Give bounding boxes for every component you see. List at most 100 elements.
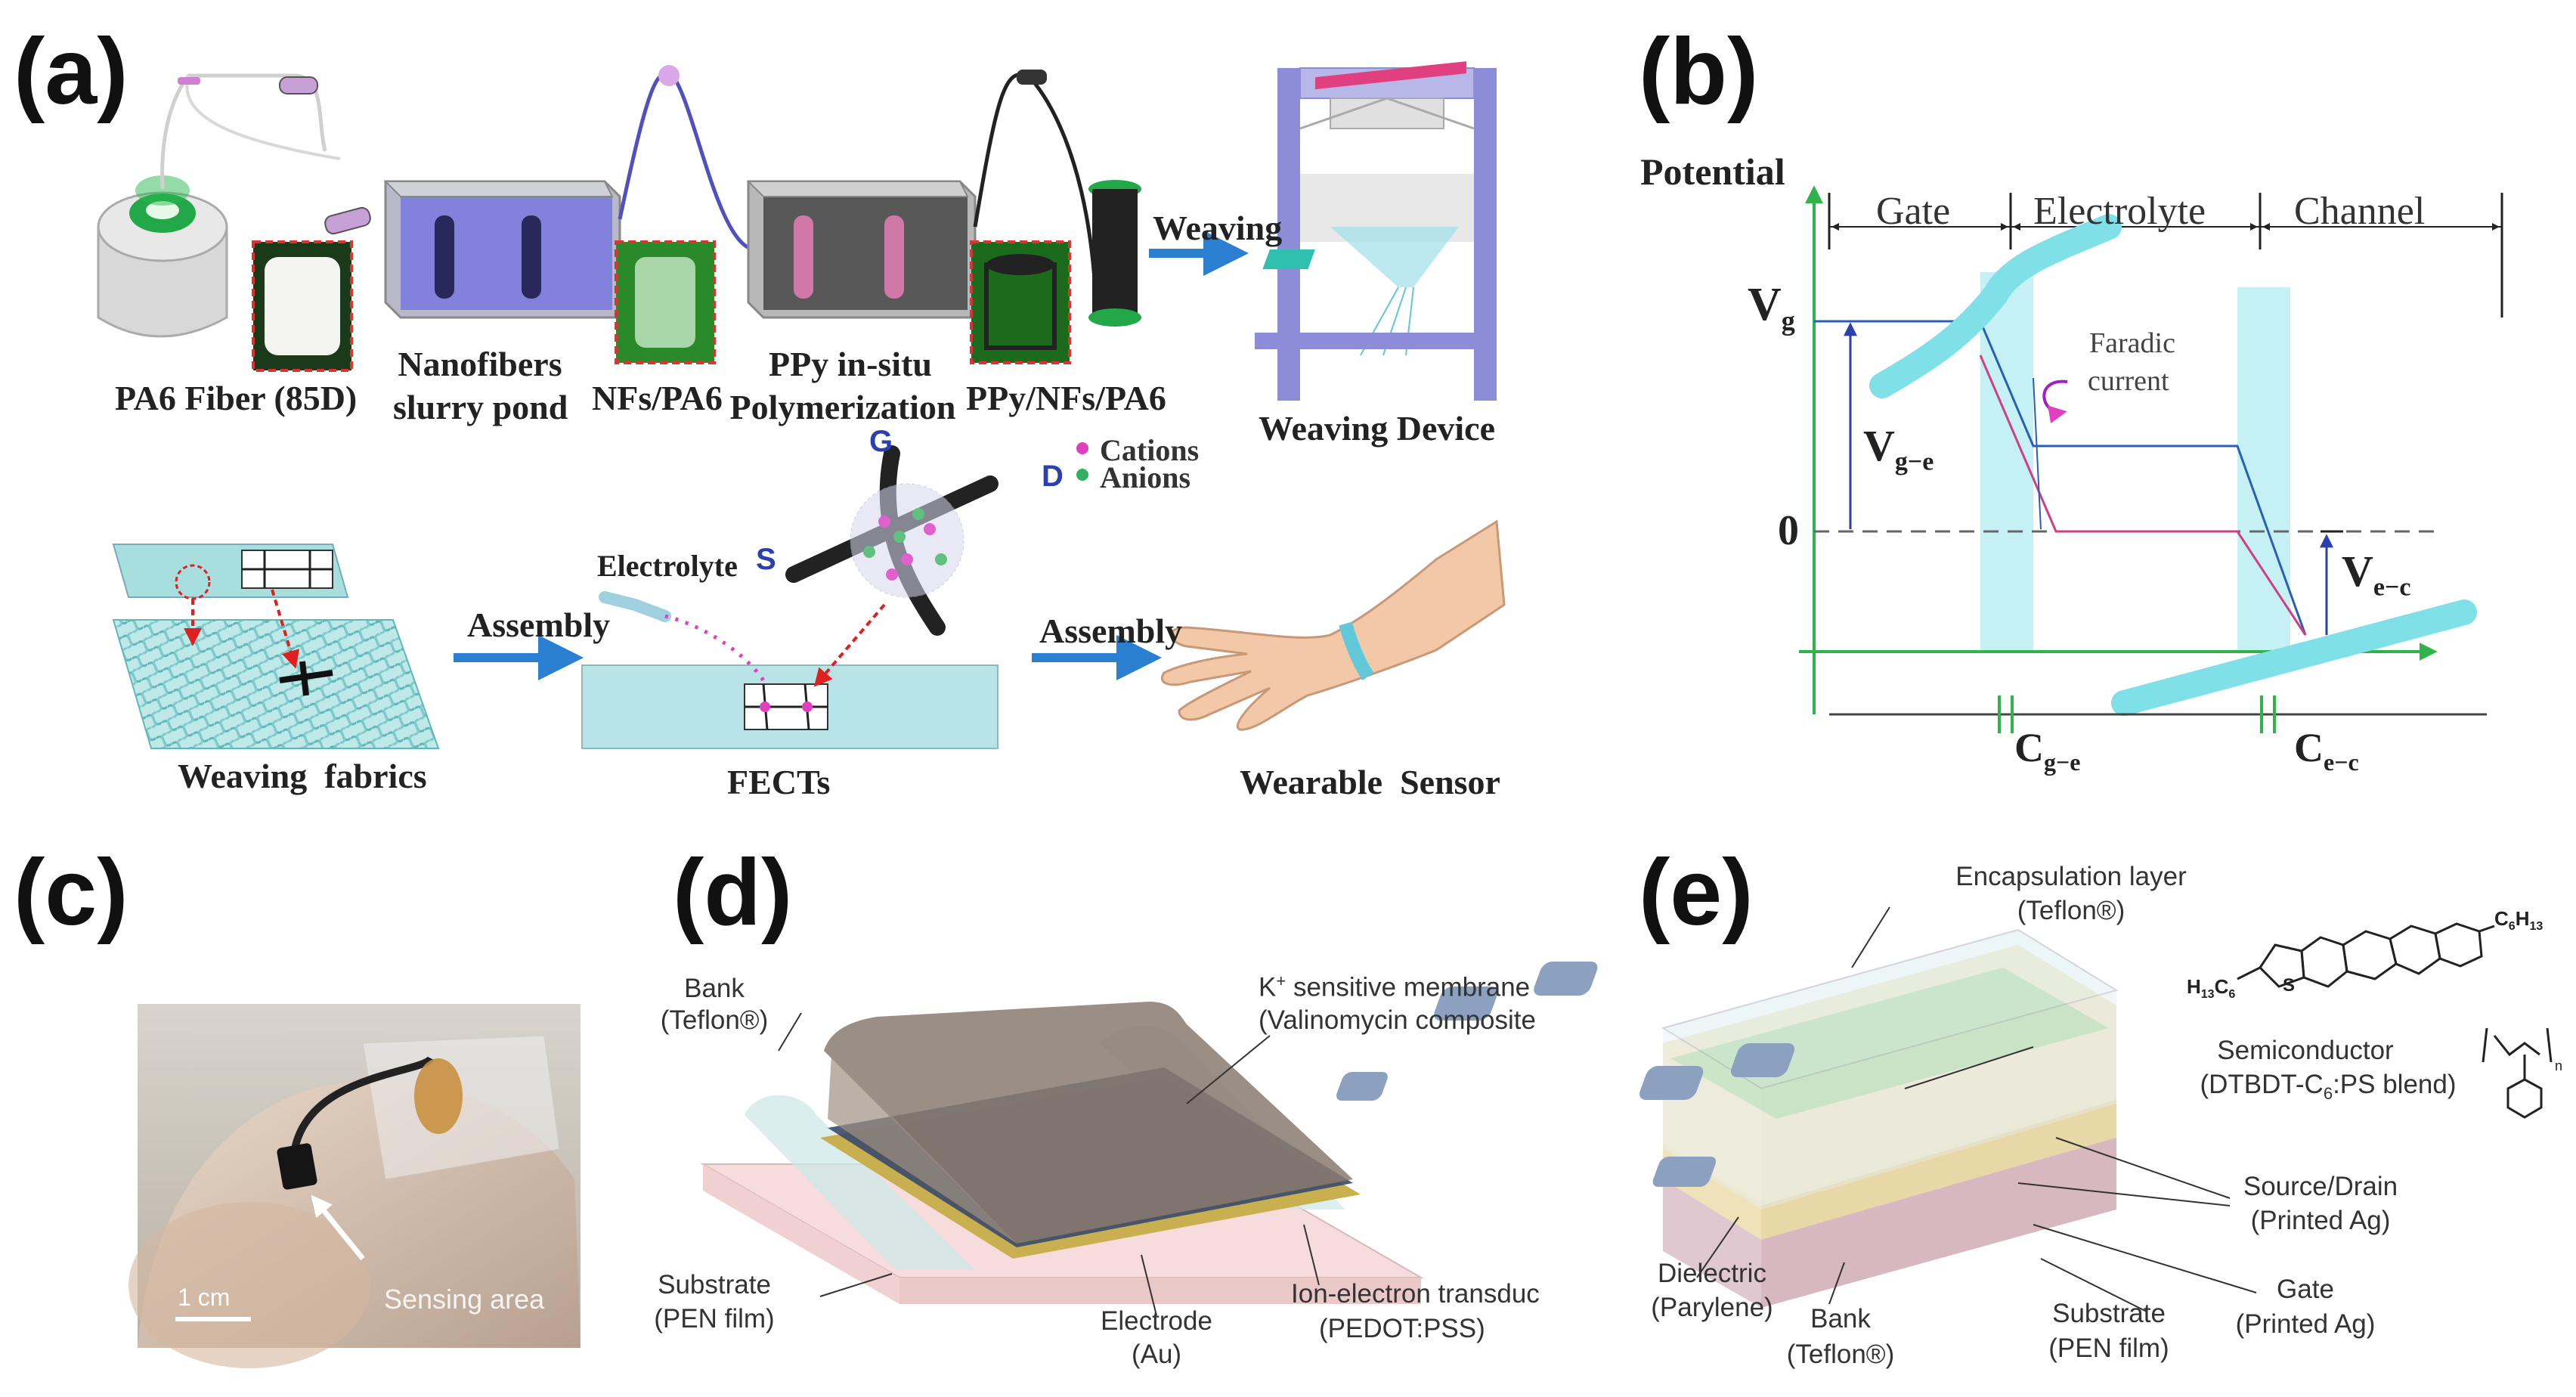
d-substrate-label-2: (PEN film): [654, 1304, 775, 1334]
chem-n-label: n: [2555, 1058, 2563, 1073]
chem-c-count: 6: [2508, 920, 2516, 934]
e-substrate-label-1: Substrate: [2052, 1299, 2166, 1328]
thread-line: [618, 72, 757, 252]
panel-letter-e: (e): [1639, 841, 1754, 945]
source-drain-block: [1639, 1066, 1704, 1100]
source-drain-label-1: Source/Drain: [2243, 1172, 2398, 1201]
dielectric-label-1: Dielectric: [1658, 1259, 1766, 1288]
potential-axis-label: Potential: [1640, 150, 1785, 193]
semiconductor-label-1: Semiconductor: [2217, 1036, 2394, 1065]
panel-b-graphics: [1799, 185, 2503, 733]
roller-icon: [658, 65, 680, 86]
cge-subscript: g−e: [2044, 748, 2081, 776]
bank-left: [745, 1095, 975, 1270]
nfs-spool-photo: [635, 257, 695, 348]
assembly-label-2: Assembly: [1039, 612, 1183, 650]
gate-g-label: G: [869, 425, 893, 458]
chem-c-count: 6: [2228, 988, 2236, 1002]
gate-region-label: Gate: [1876, 190, 1951, 233]
e-bank-label-2: (Teflon®): [1786, 1340, 1895, 1369]
d-bank-label-1: Bank: [684, 974, 745, 1003]
sensing-area-arrow: [311, 1194, 365, 1261]
pa6-fiber-label: PA6 Fiber (85D): [115, 379, 358, 417]
vg-label: Vg: [1748, 278, 1795, 336]
chem-right-chain: C6H13: [2494, 907, 2543, 934]
ppy-label-2: Polymerization: [729, 388, 956, 426]
fabric-illustration: [112, 544, 440, 749]
chem-h: H: [2187, 975, 2201, 998]
assembly-label-1: Assembly: [467, 606, 611, 644]
pa6-spool-icon: [97, 175, 228, 338]
panel-c-photo: [128, 1004, 581, 1368]
k-membrane-label-2: (Valinomycin composite: [1259, 1005, 1536, 1035]
panel-a-graphics: [97, 61, 1506, 749]
channel-rod: [2111, 599, 2477, 716]
roller-icon: [279, 76, 318, 94]
anions-label: Anions: [1100, 460, 1191, 494]
vge-label: Vg−e: [1863, 420, 1934, 477]
electrode-label-2: (Au): [1131, 1340, 1182, 1369]
ppy-label-1: PPy in-situ: [769, 345, 932, 383]
bank-block: [1534, 962, 1598, 996]
semiconductor-subscript: 6: [2323, 1084, 2333, 1103]
gate-rod: [1869, 214, 2122, 398]
electrolyte-region-label: Electrolyte: [2033, 190, 2206, 233]
black-spool-icon: [1088, 180, 1141, 327]
bank-block: [1434, 987, 1498, 1021]
gate-label-1: Gate: [2277, 1275, 2334, 1304]
slurry-pond-icon: [383, 180, 621, 319]
panel-letter-c: (c): [14, 841, 128, 945]
cge-label: Cg−e: [2014, 724, 2080, 776]
encapsulation-label-1: Encapsulation layer: [1955, 862, 2187, 891]
panel-letter-a: (a): [14, 20, 128, 124]
pa6-spool-photo: [265, 257, 340, 355]
cec-symbol: C: [2294, 725, 2324, 770]
panel-letter-d: (d): [673, 841, 793, 945]
potential-blue-line: [1814, 320, 2307, 636]
chem-left-chain: H13C6: [2187, 975, 2235, 1002]
slurry-pond-label-2: slurry pond: [393, 388, 568, 426]
faradic-label-1: Faradic: [2089, 327, 2175, 359]
fect-illustration: [581, 445, 999, 749]
e-bank-label-1: Bank: [1810, 1304, 1871, 1334]
ppy-spool-photo: [984, 262, 1057, 350]
weaving-device-icon: [1255, 61, 1497, 401]
slurry-pond-label-1: Nanofibers: [398, 345, 562, 383]
roller-icon: [324, 206, 371, 235]
cation-legend-dot: [1076, 442, 1088, 454]
anion-legend-dot: [1076, 469, 1088, 481]
vec-label: Ve−c: [2342, 546, 2410, 602]
bank-block: [1336, 1072, 1388, 1101]
fects-label: FECTs: [727, 763, 831, 801]
semiconductor-label-2: (DTBDT-C6:PS blend): [2177, 1070, 2479, 1104]
faradic-label-2: current: [2088, 365, 2169, 397]
semiconductor-name: (DTBDT-C: [2200, 1070, 2324, 1099]
k-membrane-label-1: K+ sensitive membrane: [1259, 971, 1553, 1003]
thread-line: [185, 75, 341, 160]
scale-bar-label: 1 cm: [178, 1284, 231, 1311]
sensing-area-label: Sensing area: [384, 1284, 545, 1315]
vge-symbol: V: [1863, 421, 1895, 470]
chem-c: C: [2214, 975, 2229, 998]
drain-d-label: D: [1042, 460, 1064, 493]
zero-label: 0: [1778, 507, 1799, 554]
encapsulation-label-2: (Teflon®): [2017, 896, 2126, 925]
ion-electron-label-1: Ion-electron transduc: [1291, 1279, 1540, 1309]
chem-h-count: 13: [2200, 988, 2215, 1002]
panel-d-graphics: [700, 1002, 1424, 1316]
chem-h-count: 13: [2529, 920, 2543, 934]
faradic-current-arc: [2042, 379, 2068, 423]
wearable-sensor-label: Wearable Sensor: [1240, 763, 1500, 801]
vec-subscript: e−c: [2373, 573, 2411, 602]
chem-h: H: [2515, 907, 2530, 930]
vge-subscript: g−e: [1894, 448, 1934, 476]
vg-subscript: g: [1781, 305, 1795, 336]
vg-symbol: V: [1748, 279, 1782, 330]
ppy-nfs-pa6-label: PPy/NFs/PA6: [966, 379, 1166, 417]
roller-icon: [1017, 70, 1047, 85]
chem-c: C: [2494, 907, 2509, 930]
bank-block: [1652, 1157, 1717, 1187]
source-drain-label-2: (Printed Ag): [2250, 1206, 2391, 1235]
